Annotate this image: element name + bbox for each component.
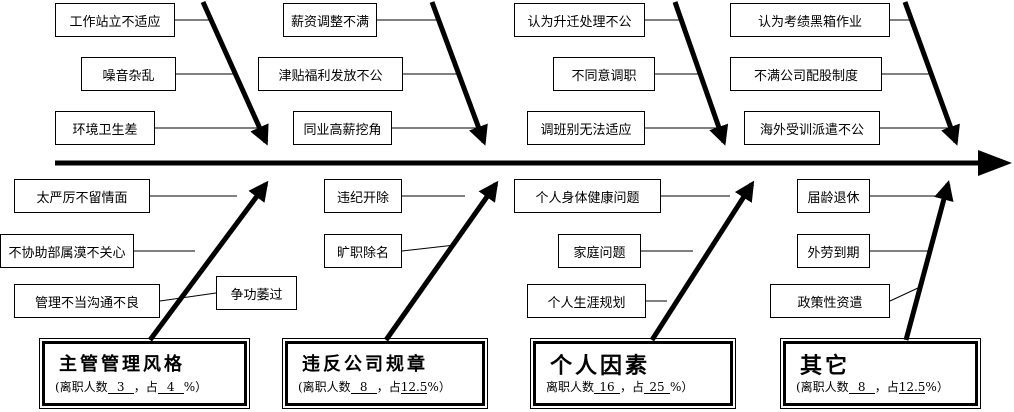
bone-bottom-4 [903, 180, 954, 341]
cause-box: 届龄退休 [797, 179, 870, 213]
cause-box: 个人身体健康问题 [514, 179, 661, 213]
cause-box: 津贴福利发放不公 [258, 57, 403, 91]
cause-box: 不同意调职 [553, 57, 655, 91]
cause-box: 环境卫生差 [55, 111, 155, 145]
cause-box: 争功萎过 [216, 276, 297, 310]
category-title: 个人因素 [550, 354, 651, 379]
bone-top-3 [672, 1, 729, 146]
cause-box: 薪资调整不满 [283, 3, 377, 37]
cause-box: 认为升迁处理不公 [514, 3, 645, 37]
bone-bottom-3 [649, 180, 755, 342]
cause-box: 违纪开除 [324, 179, 402, 213]
bone-bottom-2 [383, 180, 499, 342]
bone-bottom-1 [147, 180, 269, 342]
cause-box: 旷职除名 [324, 234, 402, 268]
cause-box: 噪音杂乱 [81, 57, 176, 91]
cause-box: 太严厉不留情面 [14, 179, 150, 213]
spine-arrowhead [978, 150, 1012, 176]
cause-box: 调班别无法适应 [527, 111, 645, 145]
cause-box: 认为考绩黑箱作业 [730, 3, 890, 37]
bone-top-1 [200, 0, 269, 146]
cause-box: 外劳到期 [797, 234, 870, 268]
category-title: 主管管理风格 [59, 354, 185, 375]
cause-box: 同业高薪挖角 [293, 111, 392, 145]
cause-box: 工作站立不适应 [55, 3, 175, 37]
category-title: 其它 [800, 354, 851, 379]
cause-box: 不满公司配股制度 [730, 57, 882, 91]
cause-box: 政策性资遣 [770, 284, 890, 318]
cause-box: 海外受训派遣不公 [744, 111, 880, 145]
cause-box: 个人生涯规划 [527, 284, 646, 318]
bone-top-2 [429, 1, 488, 146]
cause-box: 不协助部属漠不关心 [0, 234, 134, 268]
cause-box: 家庭问题 [558, 234, 641, 268]
cause-box: 管理不当沟通不良 [14, 284, 160, 318]
bone-top-4 [902, 1, 960, 146]
category-title: 违反公司规章 [302, 354, 428, 375]
